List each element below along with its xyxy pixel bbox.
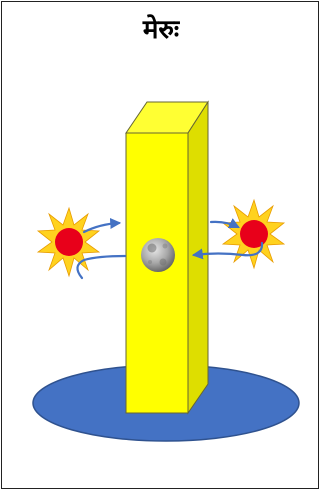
moon-icon <box>141 238 175 272</box>
left-sun-icon <box>38 208 99 276</box>
pillar-front-face <box>126 133 188 413</box>
pillar-side-face <box>188 102 208 413</box>
left-upper-arrow <box>84 223 119 232</box>
right-sun-icon <box>223 200 284 268</box>
